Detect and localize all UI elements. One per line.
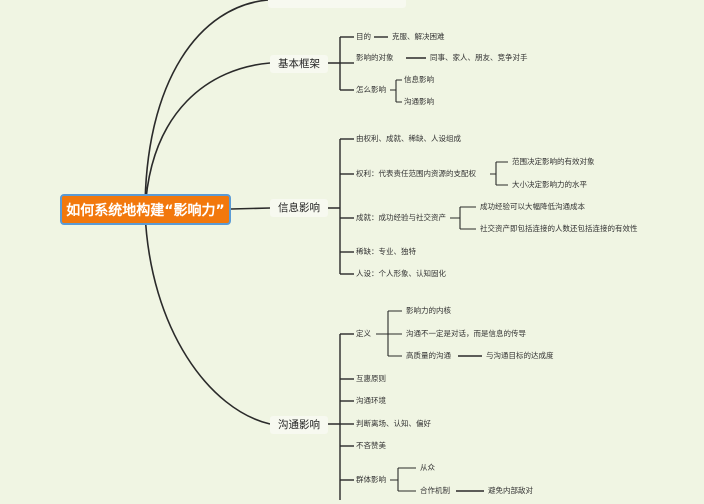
node-group[interactable]: 群体影响 — [356, 475, 386, 484]
branch-comm[interactable]: 沟通影响 — [270, 416, 328, 434]
node-target-value[interactable]: 同事、家人、朋友、竞争对手 — [430, 53, 528, 62]
node-power-scope[interactable]: 范围决定影响的有效对象 — [512, 157, 595, 166]
node-how-info[interactable]: 信息影响 — [404, 75, 434, 84]
node-target[interactable]: 影响的对象 — [356, 53, 394, 62]
node-composition[interactable]: 由权利、成就、稀缺、人设组成 — [356, 134, 461, 143]
node-definition-core[interactable]: 影响力的内核 — [406, 306, 451, 315]
node-power-level[interactable]: 大小决定影响力的水平 — [512, 180, 587, 189]
node-achievement-social[interactable]: 社交资产即包括连接的人数还包括连接的有效性 — [480, 224, 638, 233]
node-group-conformity[interactable]: 从众 — [420, 463, 435, 472]
node-environment[interactable]: 沟通环境 — [356, 396, 386, 405]
branch-info[interactable]: 信息影响 — [270, 199, 328, 217]
node-definition[interactable]: 定义 — [356, 329, 371, 338]
node-reciprocity[interactable]: 互惠原则 — [356, 374, 386, 383]
root-node[interactable]: 如何系统地构建“影响力” — [60, 194, 231, 225]
node-cooperation-value[interactable]: 避免内部敌对 — [488, 486, 533, 495]
branch-framework[interactable]: 基本框架 — [270, 55, 328, 73]
node-quality-value[interactable]: 与沟通目标的达成度 — [486, 351, 554, 360]
node-judgment[interactable]: 判断离场、认知、偏好 — [356, 419, 431, 428]
node-praise[interactable]: 不吝赞美 — [356, 441, 386, 450]
top-node-partial — [268, 0, 406, 8]
node-purpose[interactable]: 目的 — [356, 32, 371, 41]
node-achievement[interactable]: 成就：成功经验与社交资产 — [356, 213, 446, 222]
node-how-comm[interactable]: 沟通影响 — [404, 97, 434, 106]
node-achievement-experience[interactable]: 成功经验可以大幅降低沟通成本 — [480, 202, 585, 211]
node-definition-transfer[interactable]: 沟通不一定是对话，而是信息的传导 — [406, 329, 526, 338]
node-scarcity[interactable]: 稀缺：专业、独特 — [356, 247, 416, 256]
node-purpose-value[interactable]: 克服、解决困难 — [392, 32, 445, 41]
node-power[interactable]: 权利：代表责任范围内资源的支配权 — [356, 169, 476, 178]
node-how[interactable]: 怎么影响 — [356, 85, 386, 94]
node-definition-quality[interactable]: 高质量的沟通 — [406, 351, 451, 360]
node-persona[interactable]: 人设：个人形象、认知固化 — [356, 269, 446, 278]
node-group-cooperation[interactable]: 合作机制 — [420, 486, 450, 495]
